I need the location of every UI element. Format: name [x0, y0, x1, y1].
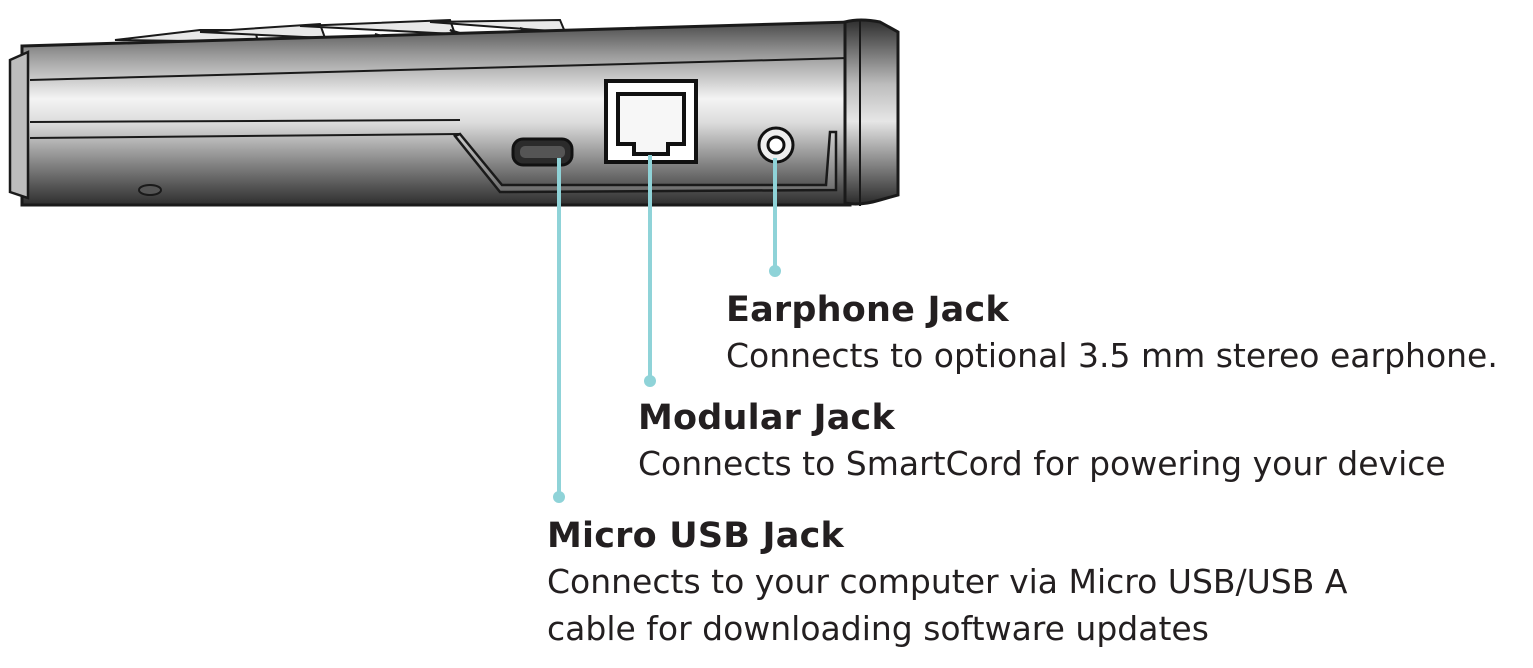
micro-usb-jack-callout: Micro USB Jack Connects to your computer…: [547, 514, 1347, 652]
earphone-jack-title: Earphone Jack: [726, 290, 1009, 330]
micro-usb-jack-title: Micro USB Jack: [547, 516, 845, 556]
device-body: [20, 20, 852, 207]
leader-dot-usb: [553, 491, 565, 503]
modular-jack-description: Connects to SmartCord for powering your …: [638, 444, 1446, 483]
leader-lines: [553, 155, 781, 503]
body-contour-lines: [29, 57, 849, 139]
micro-usb-port-icon: [511, 137, 574, 167]
micro-usb-jack-description-line-2: cable for downloading software updates: [547, 609, 1209, 648]
screw-hole-icon: [138, 184, 162, 196]
earphone-jack-callout: Earphone Jack Connects to optional 3.5 m…: [726, 288, 1498, 380]
modular-jack-port-icon: [604, 79, 698, 164]
device-left-end: [8, 50, 30, 200]
modular-jack-callout: Modular Jack Connects to SmartCord for p…: [638, 396, 1446, 488]
leader-dot-earphone: [769, 265, 781, 277]
micro-usb-jack-description-line-1: Connects to your computer via Micro USB/…: [547, 562, 1348, 601]
device-right-cap: [843, 18, 900, 206]
modular-jack-title: Modular Jack: [638, 398, 895, 438]
earphone-jack-port-icon: [757, 126, 795, 164]
port-panel: [452, 130, 838, 194]
earphone-jack-description: Connects to optional 3.5 mm stereo earph…: [726, 336, 1498, 375]
leader-dot-modular: [644, 375, 656, 387]
